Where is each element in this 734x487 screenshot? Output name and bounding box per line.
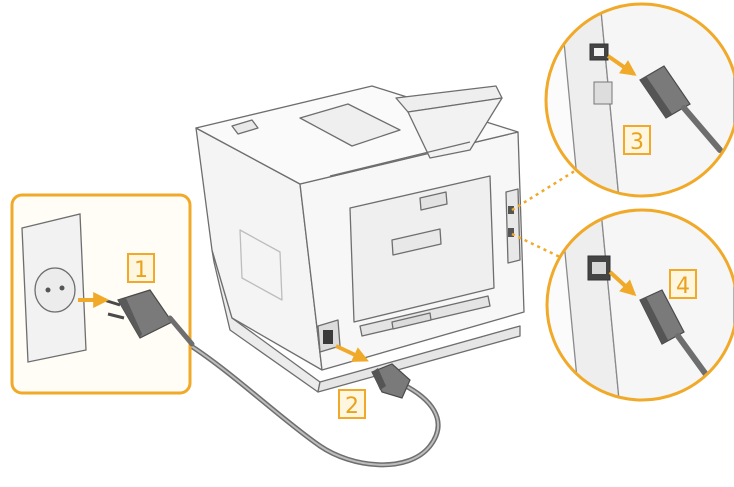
step-label-2: 2 <box>345 394 359 419</box>
callout-usb-cable: 3 <box>512 0 734 210</box>
interface-port-panel <box>506 189 520 263</box>
callout-leader-3 <box>512 164 586 210</box>
callout-wall-outlet: 1 <box>12 195 192 393</box>
printer <box>196 86 524 392</box>
step-label-1: 1 <box>134 258 148 283</box>
step-label-4: 4 <box>676 274 690 299</box>
wall-outlet-socket <box>35 268 75 312</box>
callout-lan-cable: 4 <box>512 200 734 410</box>
step-label-3: 3 <box>630 130 644 155</box>
